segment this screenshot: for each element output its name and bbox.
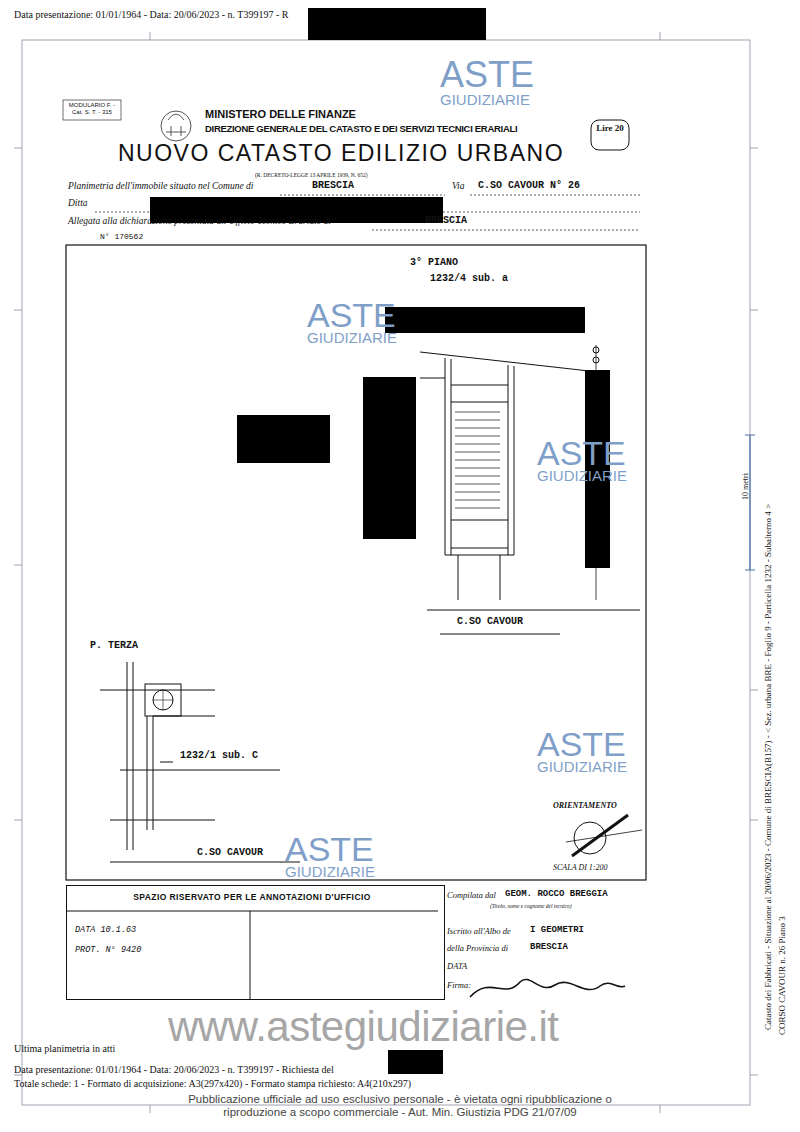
scale-bar-label: 10 metri	[741, 473, 750, 500]
street-label: C.SO CAVOUR	[195, 847, 265, 859]
street-label: C.SO CAVOUR	[455, 616, 525, 628]
watermark: GIUDIZIARIE	[307, 329, 397, 346]
watermark: GIUDIZIARIE	[440, 91, 530, 108]
form-field: Compilata dal	[447, 891, 496, 901]
cadastral-reference: Catasto dei Fabbricati - Situazione al 2…	[763, 504, 773, 1030]
form-field: Via	[452, 181, 465, 192]
watermark-url: www.astegiudiziarie.it	[168, 1003, 559, 1051]
plan-frame	[66, 245, 646, 880]
protocol-number: PROT. N° 9420	[75, 946, 141, 956]
boundary-mark	[593, 347, 599, 353]
state-emblem	[166, 114, 186, 136]
field-value: BRESCIA	[530, 942, 568, 952]
field-value: C.SO CAVOUR N° 26	[478, 180, 580, 192]
field-value: GEOM. ROCCO BREGGIA	[505, 889, 608, 899]
stair-well	[145, 684, 181, 716]
signature	[470, 979, 625, 997]
watermark: GIUDIZIARIE	[285, 863, 375, 880]
form-code-box	[63, 100, 121, 120]
form-code: MODULARIO F. - Cat. S. T. - 315	[65, 102, 119, 116]
floor-label: P. TERZA	[88, 640, 140, 652]
scale-bracket	[745, 435, 755, 570]
form-field: Firma:	[447, 981, 471, 991]
field-value: N° 170562	[100, 232, 143, 241]
annotation-box: SPAZIO RISERVATO PER LE ANNOTAZIONI D'UF…	[66, 885, 445, 1000]
redaction	[385, 307, 585, 333]
floor-plan-walls	[420, 352, 640, 634]
annotation-grid	[66, 911, 438, 1000]
address-reference: CORSO CAVOUR n. 26 Piano 3	[777, 916, 787, 1035]
redaction	[388, 1050, 443, 1074]
field-value: BRESCIA	[312, 180, 354, 192]
watermark: GIUDIZIARIE	[537, 467, 627, 484]
north-arrow	[572, 815, 628, 856]
watermark: ASTE	[440, 54, 534, 95]
form-field: Allegata alla dichiarazione presentata a…	[68, 216, 331, 227]
document-title: NUOVO CATASTO EDILIZIO URBANO	[118, 140, 564, 166]
boundary-mark	[593, 357, 599, 363]
redaction	[363, 377, 416, 539]
redaction	[237, 415, 330, 463]
parcel-label: 1232/4 sub. a	[428, 273, 510, 285]
parcel-label: 1232/1 sub. C	[178, 750, 260, 762]
office-name: DIREZIONE GENERALE DEL CATASTO E DEI SER…	[205, 124, 517, 135]
floor-plan-walls	[100, 662, 300, 862]
tax-stamp	[591, 120, 629, 150]
field-hint: (Titolo, nome e cognome del tecnico)	[490, 903, 572, 909]
office-date: DATA 10.1.63	[75, 926, 136, 936]
floor-label: 3° PIANO	[408, 257, 460, 269]
form-field: DATA	[447, 962, 467, 972]
box-heading: SPAZIO RISERVATO PER LE ANNOTAZIONI D'UF…	[67, 893, 437, 903]
stamp-value: Lire 20	[594, 123, 626, 133]
scale-label: SCALA DI 1:200	[553, 863, 608, 872]
field-value: BRESCIA	[425, 215, 467, 227]
orientation-label: ORIENTAMENTO	[553, 801, 617, 810]
margin-ticks	[14, 32, 758, 1113]
publication-notice: Pubblicazione ufficiale ad uso esclusivo…	[170, 1093, 630, 1119]
footer-note: Totale schede: 1 - Formato di acquisizio…	[14, 1078, 411, 1090]
footer-note: Ultima planimetria in atti	[14, 1043, 115, 1055]
form-field: Planimetria dell'immobile situato nel Co…	[68, 181, 253, 192]
print-header: Data presentazione: 01/01/1964 - Data: 2…	[14, 9, 288, 21]
north-arrow	[566, 830, 642, 842]
ministry-name: MINISTERO DELLE FINANZE	[205, 108, 356, 121]
watermark: GIUDIZIARIE	[537, 758, 627, 775]
form-field: Ditta	[68, 198, 88, 209]
spiral-stair	[153, 690, 173, 710]
redaction	[308, 8, 486, 40]
footer-note: Data presentazione: 01/01/1964 - Data: 2…	[14, 1064, 334, 1076]
stair-treads	[455, 412, 500, 508]
field-value: I GEOMETRI	[530, 925, 584, 935]
spiral-stair	[153, 690, 173, 710]
state-emblem	[161, 111, 191, 141]
form-field: Iscritto all'Albo de	[447, 927, 511, 937]
page-frame	[22, 40, 750, 1105]
form-field: della Provincia di	[447, 944, 508, 954]
law-reference: (R. DECRETO-LEGGE 13 APRILE 1939, N. 652…	[255, 172, 368, 178]
